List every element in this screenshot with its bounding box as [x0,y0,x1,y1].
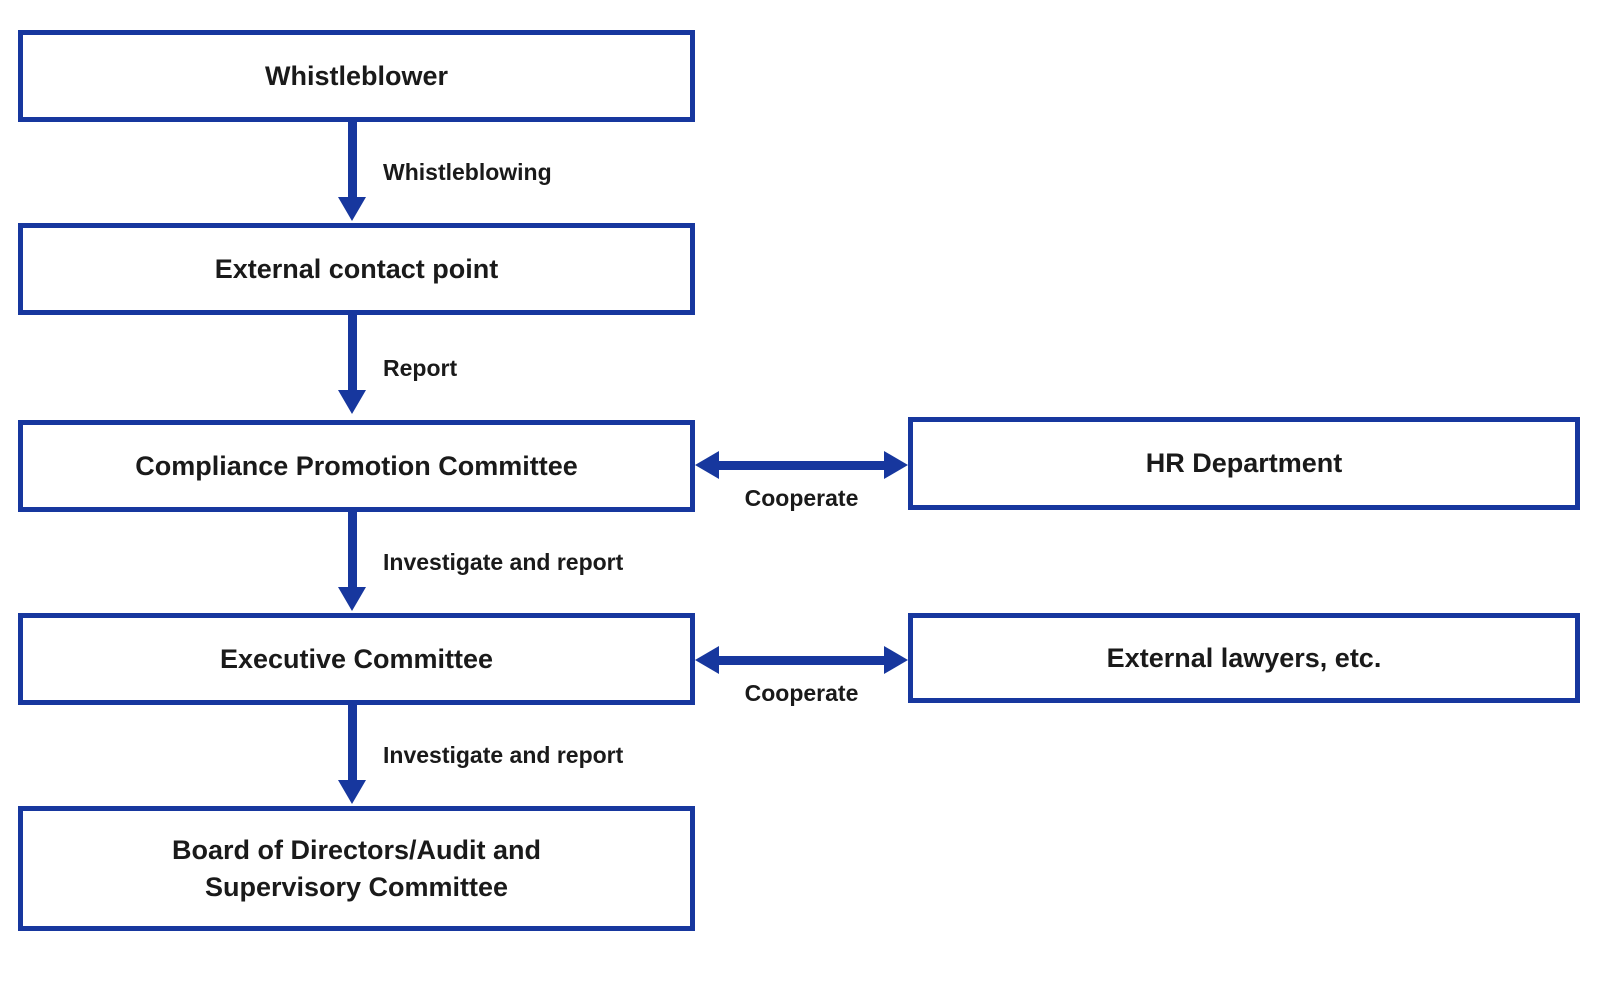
node-label: External contact point [214,253,499,284]
node-external-lawyers: External lawyers, etc. [908,613,1580,703]
edge-label-investigate-and-report-2: Investigate and report [383,742,624,768]
node-hr-department: HR Department [908,417,1580,510]
node-board-of-directors-audit-committee: Board of Directors/Audit and Supervisory… [18,806,695,931]
node-label: Compliance Promotion Committee [135,450,578,481]
arrow-head-down-icon [338,197,366,221]
arrow-bidirectional-cooperate-1 [695,451,908,479]
arrow-stem [715,655,888,665]
arrow-head-left-icon [695,646,719,674]
node-label: Executive Committee [219,643,494,674]
node-label: Whistleblower [264,60,448,91]
node-label: Board of Directors/Audit and Supervisory… [171,835,542,902]
arrow-stem [347,705,357,782]
edge-label-cooperate-1: Cooperate [744,485,859,511]
node-label: External lawyers, etc. [1106,642,1382,673]
arrow-stem [347,122,357,199]
arrow-down-report [338,315,366,414]
edge-label-whistleblowing: Whistleblowing [383,159,552,185]
arrow-head-down-icon [338,587,366,611]
arrow-down-investigate-report-1 [338,512,366,611]
edge-label-report: Report [383,355,458,381]
node-external-contact-point: External contact point [18,223,695,315]
arrow-head-down-icon [338,390,366,414]
edge-label-investigate-and-report-1: Investigate and report [383,549,624,575]
arrow-stem [347,315,357,392]
arrow-down-investigate-report-2 [338,705,366,804]
node-compliance-promotion-committee: Compliance Promotion Committee [18,420,695,512]
arrow-down-whistleblowing [338,122,366,221]
arrow-head-down-icon [338,780,366,804]
node-executive-committee: Executive Committee [18,613,695,705]
arrow-head-right-icon [884,646,908,674]
edge-label-cooperate-2: Cooperate [744,680,859,706]
arrow-head-left-icon [695,451,719,479]
arrow-bidirectional-cooperate-2 [695,646,908,674]
node-whistleblower: Whistleblower [18,30,695,122]
arrow-head-right-icon [884,451,908,479]
node-label: HR Department [1145,448,1343,479]
arrow-stem [347,512,357,589]
arrow-stem [715,460,888,470]
